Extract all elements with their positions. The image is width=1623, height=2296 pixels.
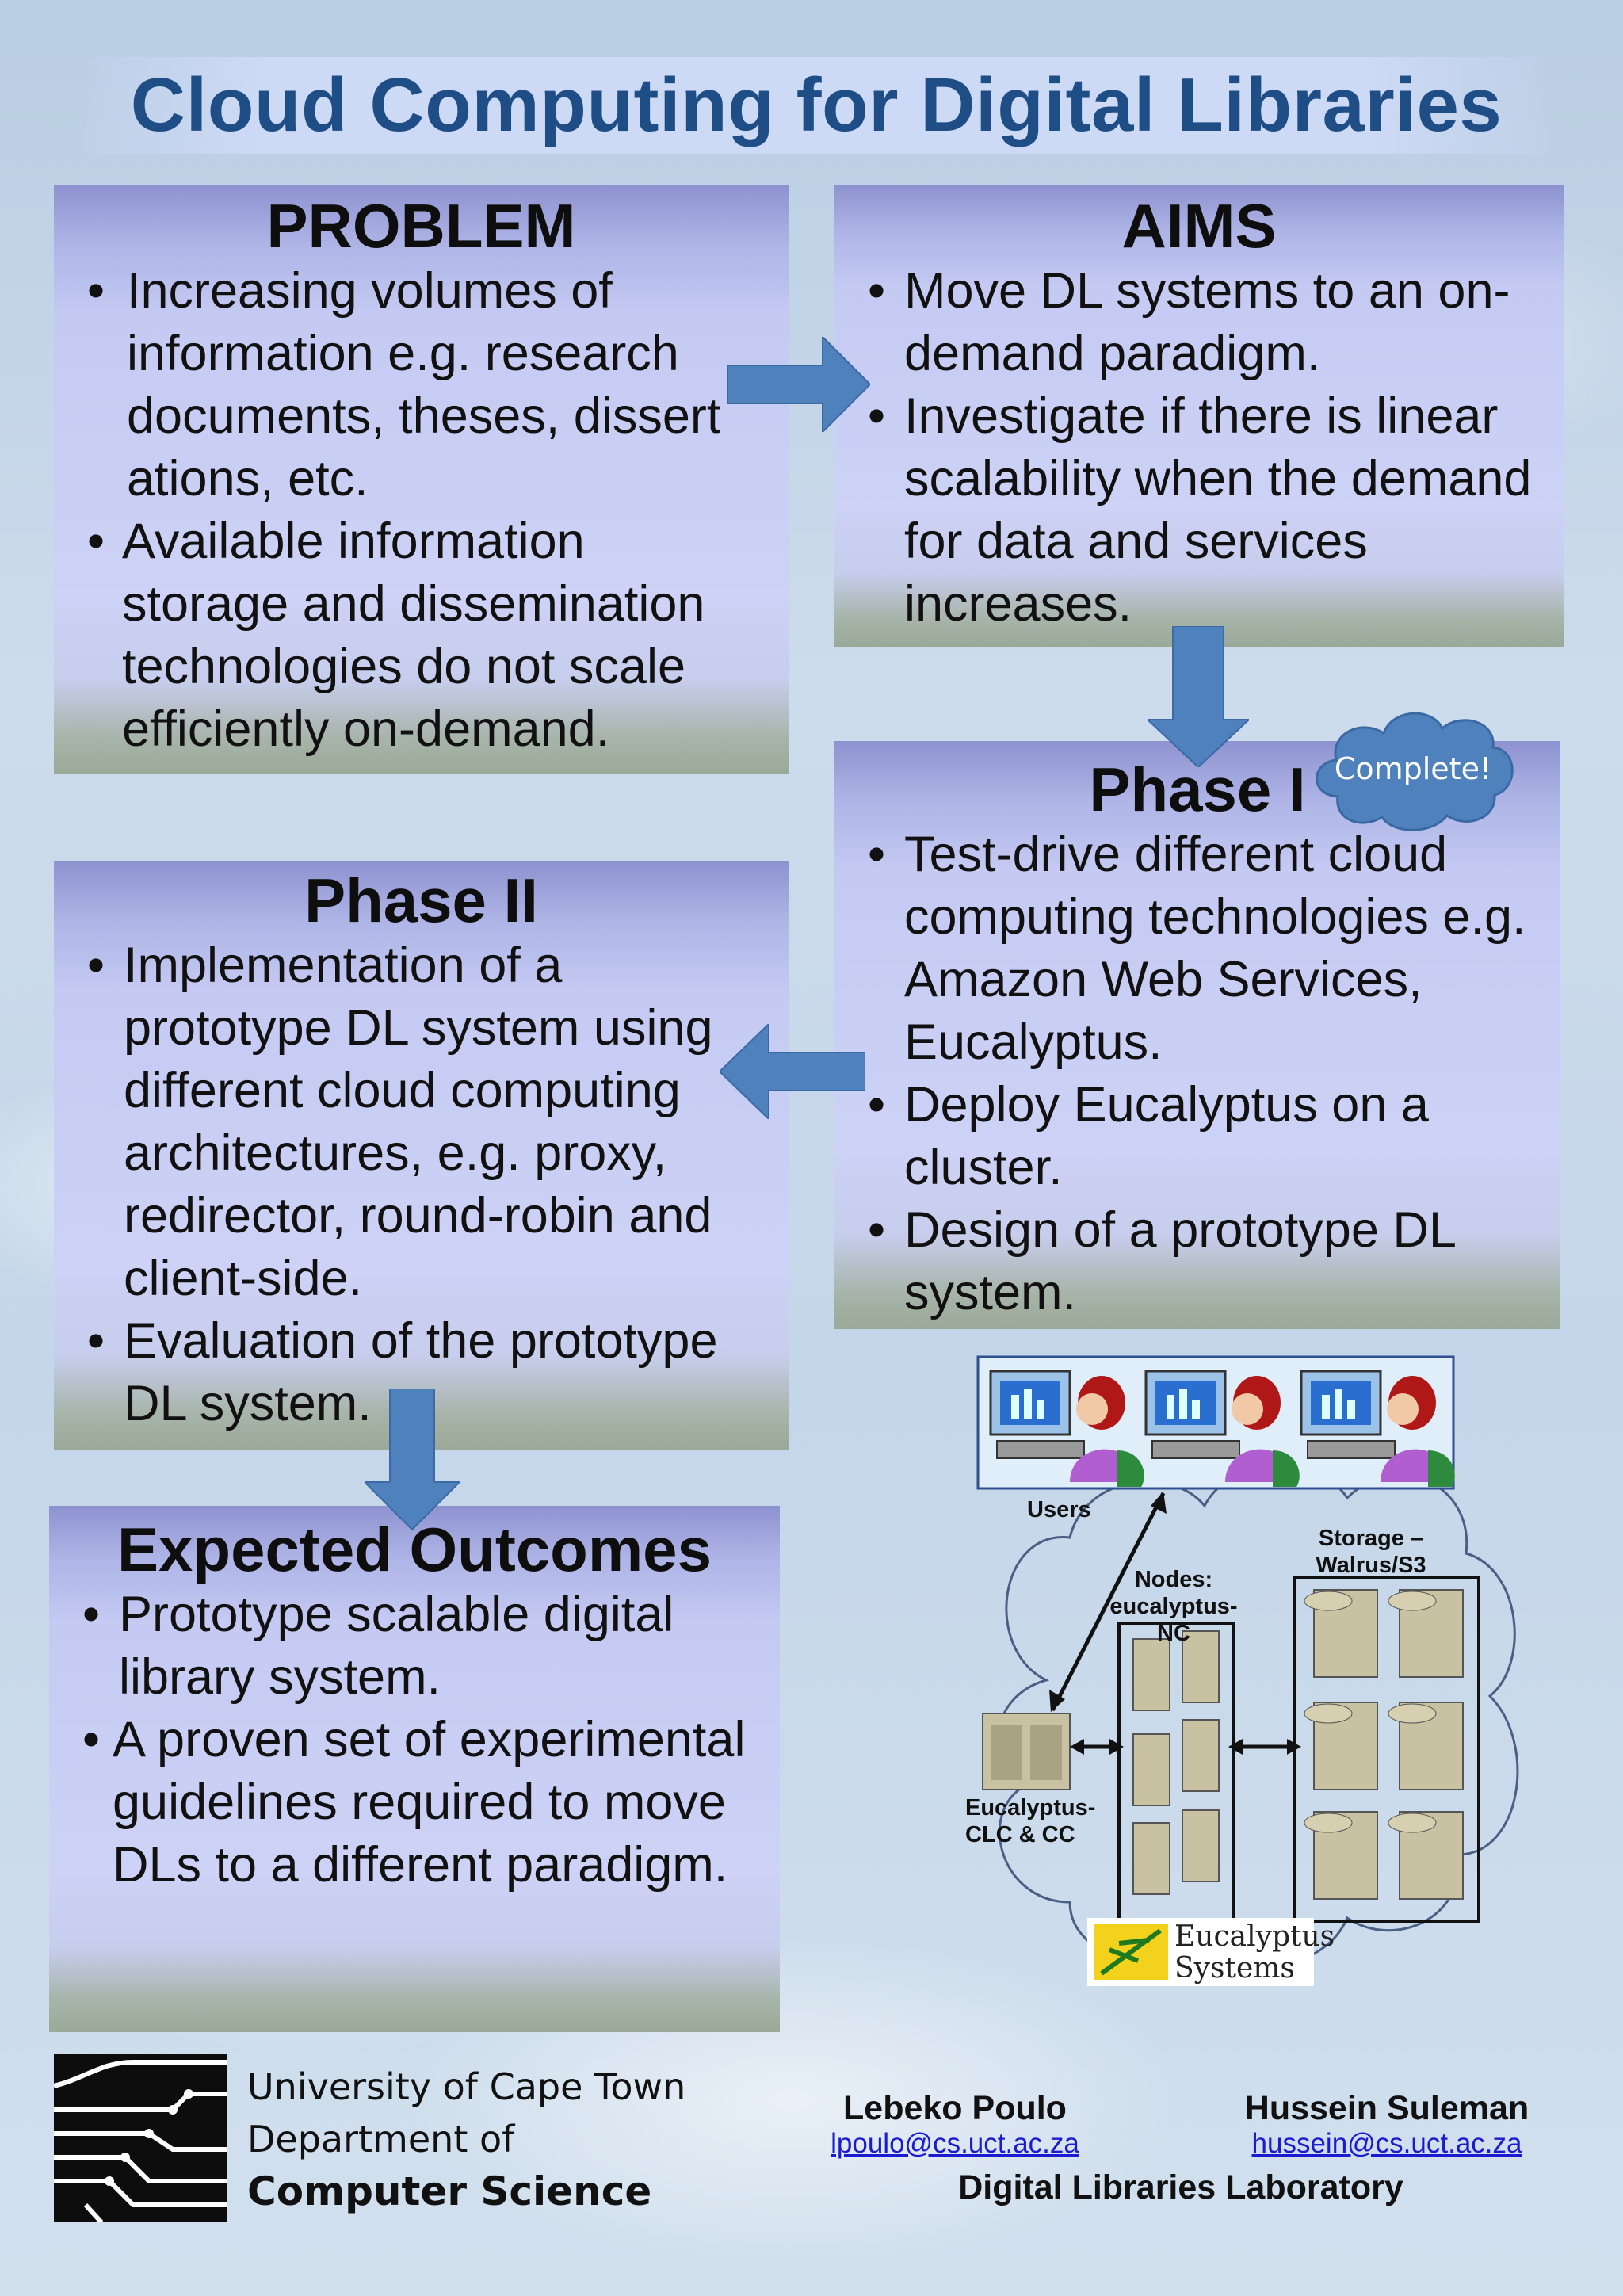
logo-line: Systems: [1174, 1952, 1295, 1985]
phase1-list: Test-drive different cloud computing tec…: [834, 823, 1560, 1324]
arrow-down-icon: [1148, 626, 1249, 767]
problem-panel: PROBLEM Increasing volumes of informatio…: [54, 185, 789, 774]
author-email-link[interactable]: hussein@cs.uct.ac.za: [1251, 2128, 1522, 2159]
complete-cloud-badge: Complete!: [1306, 701, 1520, 836]
eucalyptus-logo-text: Eucalyptus Systems: [1174, 1921, 1335, 1985]
phase2-item: Implementation of a prototype DL system …: [54, 934, 789, 1310]
phase1-item: Deploy Eucalyptus on a cluster.: [834, 1074, 1560, 1199]
node-server-icon: [1132, 1630, 1220, 1895]
outcomes-item: A proven set of experimental guidelines …: [49, 1709, 780, 1897]
storage-label: Storage – Walrus/S3: [1300, 1525, 1442, 1579]
complete-badge-text: Complete!: [1334, 751, 1492, 786]
department-name: Department of: [247, 2118, 515, 2160]
arrow-right-icon: [727, 337, 870, 432]
phase1-item: Test-drive different cloud computing tec…: [834, 823, 1560, 1074]
nodes-label-line: eucalyptus-NC: [1109, 1594, 1238, 1646]
nodes-label: Nodes: eucalyptus-NC: [1103, 1566, 1244, 1647]
arrow-left-icon: [720, 1024, 865, 1119]
university-name: University of Cape Town: [247, 2065, 686, 2108]
phase2-heading: Phase II: [304, 865, 538, 935]
department-block: University of Cape Town Department of Co…: [247, 2061, 685, 2218]
computer-science-logo-icon: [54, 2054, 227, 2222]
poster-title: Cloud Computing for Digital Libraries: [130, 63, 1503, 147]
outcomes-list: Prototype scalable digital library syste…: [49, 1584, 780, 1897]
phase1-panel: Phase I Test-drive different cloud compu…: [834, 741, 1560, 1329]
aims-panel: AIMS Move DL systems to an on-demand par…: [834, 185, 1564, 647]
problem-item: Increasing volumes of information e.g. r…: [54, 260, 789, 510]
architecture-graphic: [976, 1355, 1519, 1986]
phase1-item: Design of a prototype DL system.: [834, 1199, 1560, 1324]
controller-label-line: Eucalyptus-: [965, 1795, 1096, 1820]
storage-disk-icon: [1304, 1589, 1464, 1900]
controller-server-icon: [982, 1713, 1071, 1790]
logo-line: Eucalyptus: [1174, 1920, 1335, 1953]
aims-list: Move DL systems to an on-demand paradigm…: [834, 260, 1564, 636]
author-block: Hussein Suleman hussein@cs.uct.ac.za: [1236, 2089, 1537, 2160]
aims-heading: AIMS: [1121, 191, 1277, 261]
users-label: Users: [1027, 1497, 1091, 1522]
author-block: Lebeko Poulo lpoulo@cs.uct.ac.za: [824, 2089, 1086, 2160]
aims-item: Investigate if there is linear scalabili…: [834, 385, 1564, 636]
phase2-panel: Phase II Implementation of a prototype D…: [54, 861, 789, 1450]
school-name: Computer Science: [247, 2168, 652, 2214]
author-name: Hussein Suleman: [1244, 2089, 1529, 2127]
phase2-list: Implementation of a prototype DL system …: [54, 934, 789, 1435]
outcomes-item: Prototype scalable digital library syste…: [49, 1584, 780, 1709]
author-name: Lebeko Poulo: [843, 2089, 1067, 2127]
user-computer-icon: [989, 1370, 1144, 1487]
user-computer-icon: [1144, 1370, 1300, 1487]
storage-label-line: Storage –: [1318, 1526, 1424, 1551]
phase2-item: Evaluation of the prototype DL system.: [54, 1310, 789, 1435]
outcomes-panel: Expected Outcomes Prototype scalable dig…: [49, 1506, 780, 2032]
controller-label-line: CLC & CC: [965, 1822, 1075, 1847]
storage-frame: [1293, 1576, 1480, 1923]
cloud-shape-icon: [1316, 712, 1514, 831]
arrow-down-icon: [365, 1389, 460, 1530]
problem-heading: PROBLEM: [266, 191, 576, 261]
controller-label: Eucalyptus- CLC & CC: [965, 1794, 1095, 1848]
eucalyptus-architecture-diagram: Users Nodes: eucalyptus-NC Storage – Wal…: [951, 1347, 1537, 2045]
problem-list: Increasing volumes of information e.g. r…: [54, 260, 789, 761]
aims-item: Move DL systems to an on-demand paradigm…: [834, 260, 1564, 385]
user-computer-icon: [1300, 1370, 1455, 1487]
lab-name: Digital Libraries Laboratory: [958, 2168, 1403, 2206]
problem-item: Available information storage and dissem…: [54, 510, 789, 761]
storage-label-line: Walrus/S3: [1316, 1553, 1426, 1578]
title-banner: Cloud Computing for Digital Libraries: [87, 57, 1545, 154]
nodes-label-line: Nodes:: [1134, 1567, 1213, 1592]
connection-line: [1050, 1492, 1166, 1712]
author-email-link[interactable]: lpoulo@cs.uct.ac.za: [831, 2128, 1079, 2159]
